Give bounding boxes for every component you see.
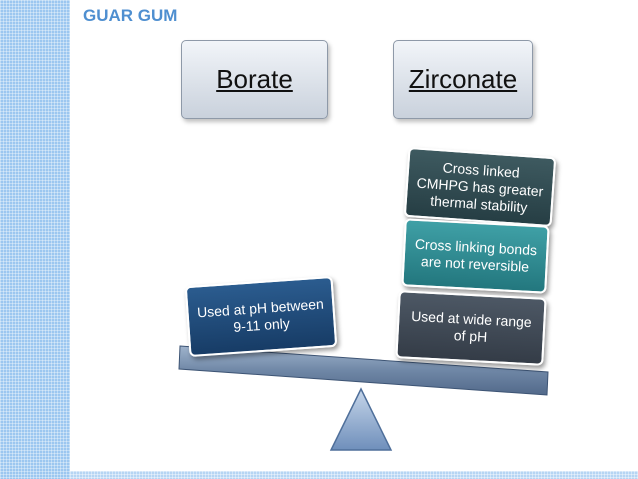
seesaw-fulcrum	[329, 387, 393, 451]
bottom-decor-strip	[70, 471, 638, 479]
borate-item-ph-range: Used at pH between 9-11 only	[184, 275, 338, 358]
borate-header: Borate	[181, 40, 328, 119]
slide-title: GUAR GUM	[83, 6, 178, 25]
zirconate-item-wide-ph-range: Used at wide range of pH	[395, 290, 547, 366]
zirconate-item-thermal-stability: Cross linked CMHPG has greater thermal s…	[403, 146, 557, 228]
left-decor-strip	[0, 0, 70, 479]
zirconate-item-not-reversible: Cross linking bonds are not reversible	[401, 218, 550, 294]
zirconate-header: Zirconate	[393, 40, 533, 119]
